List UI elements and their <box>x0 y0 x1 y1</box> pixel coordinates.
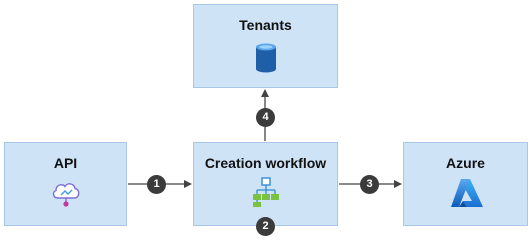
step-badge-2: 2 <box>256 217 275 236</box>
api-node: API <box>4 142 127 226</box>
step-badge-3: 3 <box>360 175 379 194</box>
creation-workflow-label: Creation workflow <box>204 155 327 171</box>
creation-workflow-node: Creation workflow <box>193 142 338 226</box>
step-badge-4: 4 <box>256 108 275 127</box>
api-label: API <box>53 155 78 171</box>
azure-logo-icon <box>451 179 483 207</box>
step-badge-1: 1 <box>147 175 166 194</box>
tenants-label: Tenants <box>239 17 292 33</box>
azure-node: Azure <box>403 142 528 226</box>
tenants-node: Tenants <box>193 4 338 88</box>
workflow-hierarchy-icon <box>253 177 279 207</box>
database-icon <box>256 43 276 73</box>
azure-label: Azure <box>446 155 485 171</box>
cloud-api-icon <box>52 183 80 207</box>
